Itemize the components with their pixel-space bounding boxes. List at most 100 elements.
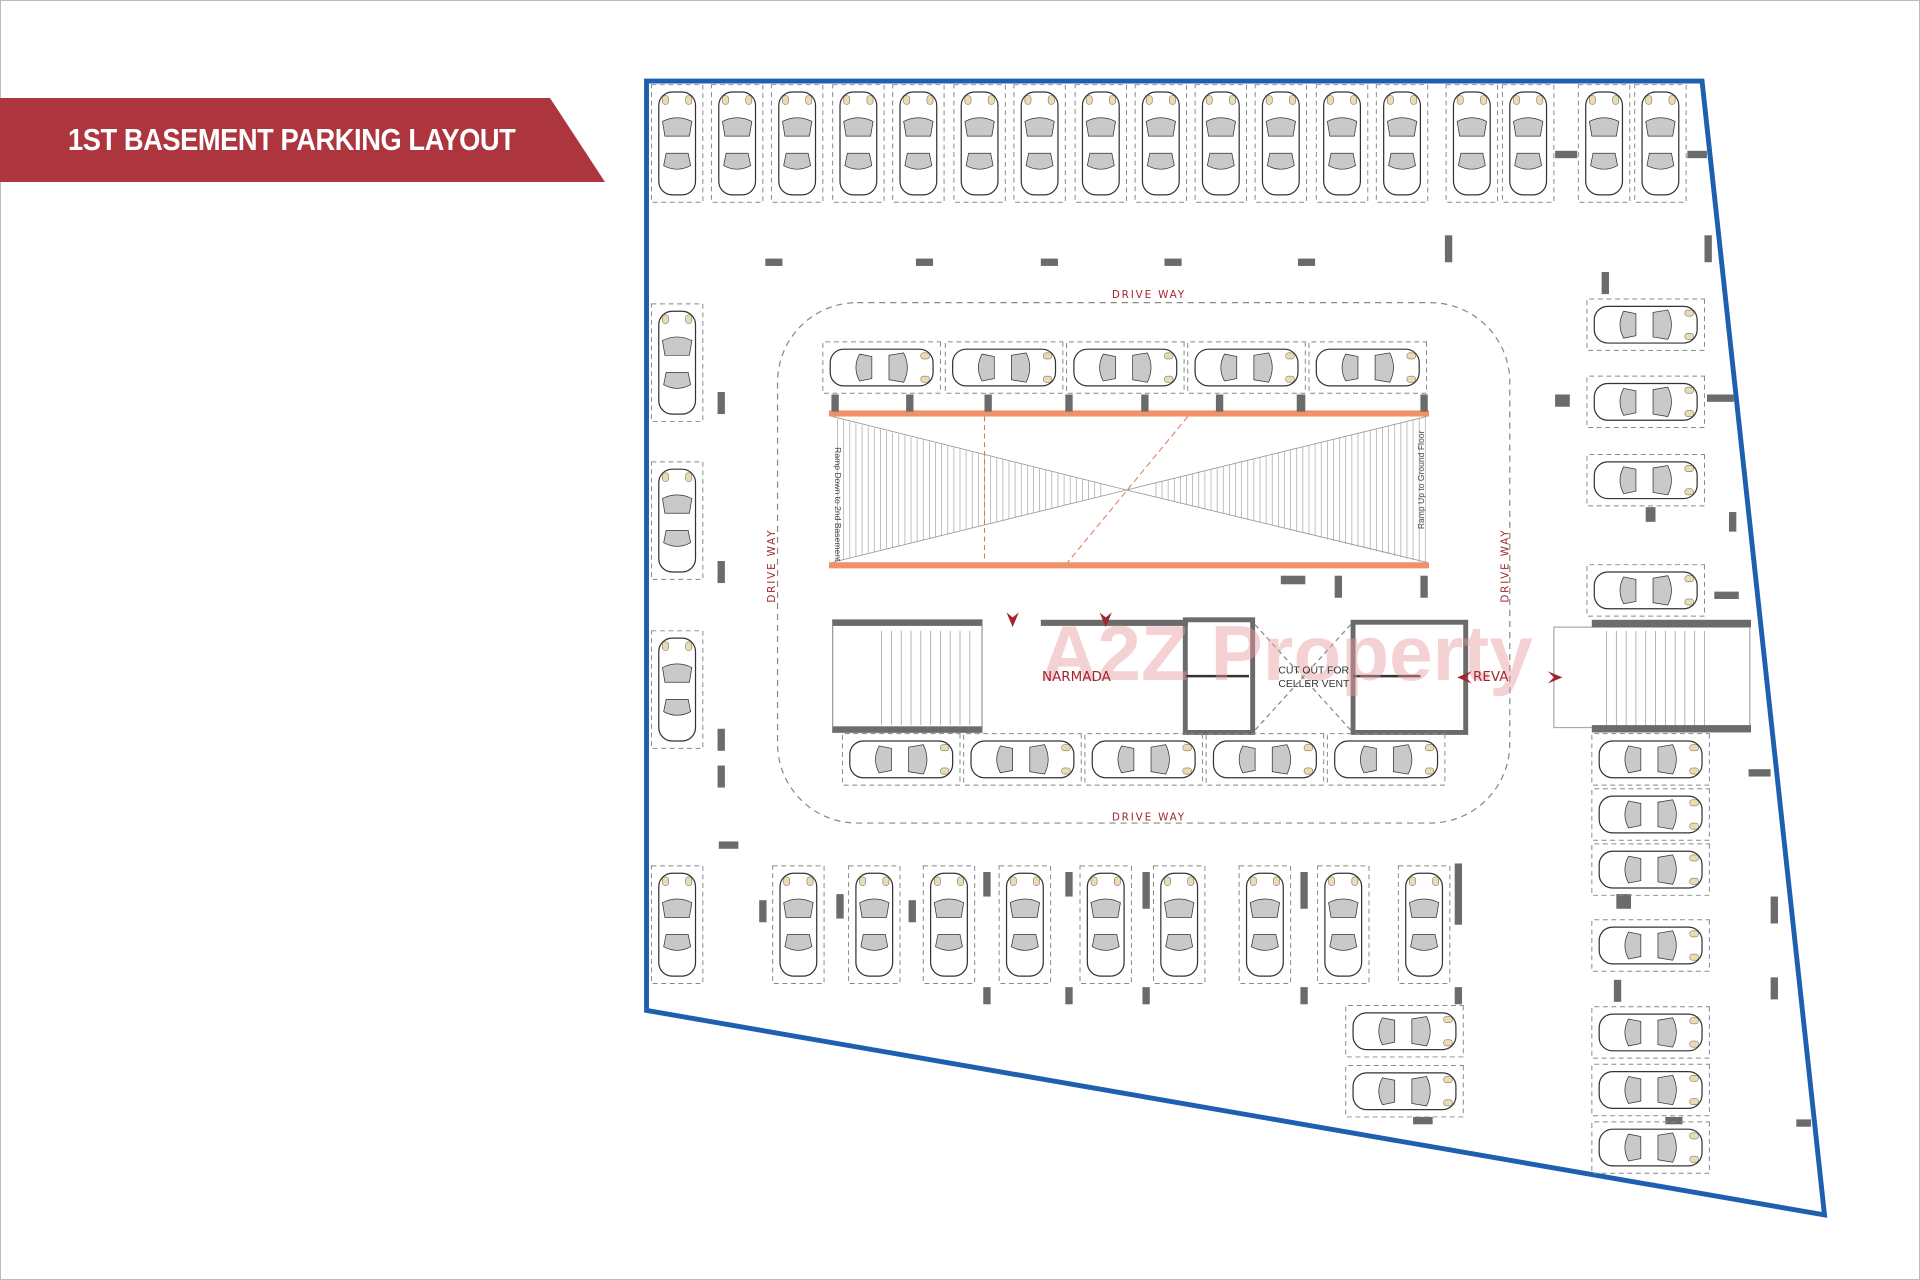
parking-slot (1315, 84, 1369, 203)
structural-column (1215, 394, 1224, 412)
car-icon (1212, 740, 1317, 779)
car-icon (1598, 740, 1703, 779)
drive-way-top-label: DRIVE WAY (1112, 289, 1186, 301)
structural-column (1665, 1116, 1683, 1125)
car-icon (1598, 1013, 1703, 1052)
structural-column (1420, 394, 1428, 412)
parking-slot (892, 84, 945, 203)
cutout-label-line1: CUT OUT FOR (1278, 666, 1349, 677)
parking-slot (1152, 865, 1206, 984)
car-icon (1598, 850, 1703, 889)
car-icon (1598, 795, 1703, 834)
page-title: 1ST BASEMENT PARKING LAYOUT (68, 122, 516, 157)
parking-slot (1205, 733, 1325, 786)
car-icon (1593, 305, 1698, 344)
parking-slot (1586, 564, 1705, 617)
parking-slot (772, 865, 825, 984)
structural-column (1141, 394, 1149, 412)
parking-slot (710, 84, 764, 203)
car-icon (1086, 872, 1125, 977)
car-icon (1334, 740, 1439, 779)
car-icon (1352, 1072, 1457, 1111)
parking-slot (1591, 1063, 1710, 1117)
car-icon (1598, 1071, 1703, 1109)
tower-narmada-label: NARMADA (1042, 670, 1112, 685)
car-icon (1020, 91, 1059, 196)
parking-slot (1501, 84, 1555, 203)
structural-column (1796, 1119, 1812, 1127)
structural-column (1065, 987, 1073, 1005)
car-icon (1452, 91, 1491, 196)
structural-column (983, 872, 991, 897)
structural-column (1334, 575, 1343, 598)
parking-slot (1634, 84, 1687, 203)
site-boundary (644, 78, 1828, 1218)
car-icon (1593, 382, 1698, 421)
structural-column (1454, 863, 1463, 925)
structural-column (831, 394, 839, 412)
parking-slot (1074, 84, 1128, 203)
parking-slot (1586, 375, 1705, 429)
parking-slot (963, 733, 1082, 786)
structural-column (759, 900, 767, 923)
parking-slot (650, 303, 704, 422)
structural-column (1413, 1116, 1433, 1125)
title-banner (0, 98, 605, 182)
car-icon (658, 468, 697, 573)
structural-column (717, 728, 725, 751)
watermark: A2Z Property (1041, 609, 1533, 697)
ramp: Ramp Down to 2nd Basement Ramp Up to Gro… (828, 410, 1429, 569)
car-icon (1160, 872, 1199, 977)
structural-column (915, 258, 934, 266)
structural-column (983, 987, 991, 1005)
parking-slot (1084, 733, 1203, 786)
car-icon (1641, 91, 1680, 196)
car-icon (658, 91, 697, 196)
car-icon (658, 872, 697, 977)
structural-column (765, 258, 783, 266)
car-icon (1245, 872, 1284, 977)
parking-slot (1079, 865, 1132, 984)
parking-slot (1591, 843, 1710, 896)
structural-column (1142, 872, 1150, 909)
parking-slot (1586, 298, 1705, 351)
drive-way-bottom-label: DRIVE WAY (1112, 812, 1186, 824)
structural-column (1687, 150, 1707, 159)
ramp-up-label: Ramp Up to Ground Floor (1416, 431, 1426, 530)
parking-slot (1317, 865, 1370, 984)
structural-column (1601, 272, 1609, 295)
structural-column (1645, 507, 1656, 522)
tower-reva-label: REVA (1473, 670, 1509, 685)
arrow-down-icon (1006, 612, 1019, 628)
car-icon (899, 91, 938, 196)
car-icon (718, 91, 757, 196)
car-icon (1352, 1012, 1457, 1051)
car-icon (779, 872, 818, 977)
parking-slot (1238, 865, 1292, 984)
parking-slot (650, 865, 704, 984)
structural-column (908, 900, 916, 923)
structural-column (1297, 258, 1316, 266)
structural-column (1164, 258, 1182, 266)
structural-column (1748, 769, 1771, 777)
car-icon (1324, 872, 1363, 977)
car-icon (855, 872, 894, 977)
parking-slot (650, 461, 704, 580)
driveway-loop (776, 302, 1511, 824)
parking-slot (1591, 733, 1710, 786)
car-icon (1261, 91, 1300, 196)
parking-slot (1586, 453, 1705, 507)
parking-slot (1591, 1121, 1710, 1174)
arrow-left-icon (1457, 671, 1472, 684)
structural-column (1065, 872, 1073, 897)
parking-slot (1591, 919, 1710, 972)
structural-column (906, 394, 914, 412)
car-icon (1194, 348, 1299, 387)
car-icon (952, 348, 1057, 387)
parking-slot (1591, 788, 1710, 841)
parking-slot (1397, 865, 1451, 984)
parking-slot (1254, 84, 1308, 203)
car-icon (1593, 571, 1698, 610)
structural-column (1704, 235, 1712, 263)
structural-column (1770, 977, 1778, 1000)
